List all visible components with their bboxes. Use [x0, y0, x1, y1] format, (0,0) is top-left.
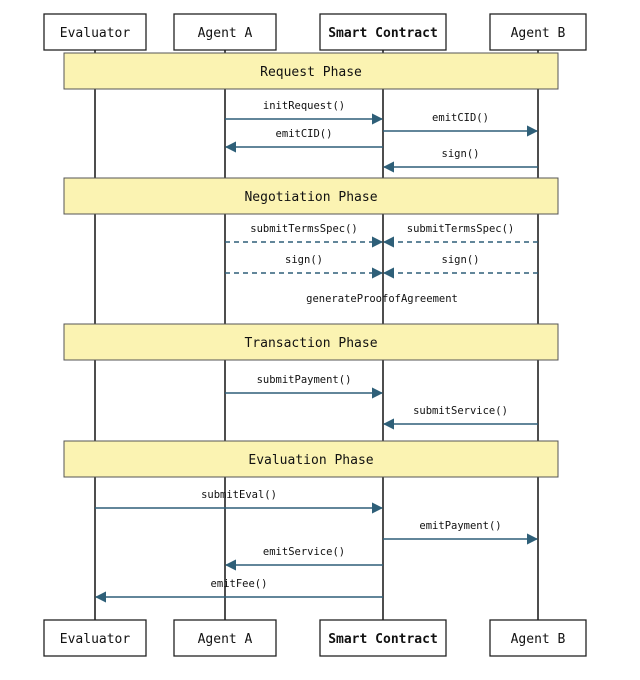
phase-label: Negotiation Phase: [244, 190, 377, 205]
participant-box: [319, 619, 447, 657]
participant-box: [173, 13, 277, 51]
participant-label: Agent B: [511, 26, 566, 41]
message-arrow: emitService(): [224, 546, 383, 571]
participant-agentB-top: Agent B: [489, 13, 587, 51]
message-arrow: submitService(): [382, 405, 538, 430]
message-label: emitCID(): [432, 112, 489, 124]
message-arrow: emitCID(): [383, 112, 539, 137]
message-label: emitPayment(): [419, 520, 501, 532]
message-label: sign(): [442, 148, 480, 160]
participant-label: Evaluator: [60, 26, 131, 41]
participant-contract-bottom: Smart Contract: [319, 619, 447, 657]
phase-1: Negotiation Phase: [63, 177, 559, 215]
phase-band: [63, 52, 559, 90]
participant-label: Agent A: [198, 632, 253, 647]
message-label: submitService(): [413, 405, 508, 417]
participant-box: [173, 619, 277, 657]
message-arrow: emitFee(): [94, 578, 383, 603]
message-label: initRequest(): [263, 100, 345, 112]
phase-band: [63, 323, 559, 361]
phase-label: Request Phase: [260, 65, 362, 80]
phase-band: [63, 440, 559, 478]
message-label: sign(): [285, 254, 323, 266]
message-arrow: sign(): [225, 254, 384, 279]
participant-label: Agent A: [198, 26, 253, 41]
participant-contract-top: Smart Contract: [319, 13, 447, 51]
message-label: emitCID(): [276, 128, 333, 140]
message-label: sign(): [442, 254, 480, 266]
message-arrow: submitPayment(): [225, 374, 384, 399]
participant-box: [489, 619, 587, 657]
participant-label: Smart Contract: [328, 26, 438, 41]
note-label: generateProofofAgreement: [306, 293, 458, 305]
message-label: submitPayment(): [257, 374, 352, 386]
message-label: emitService(): [263, 546, 345, 558]
message-arrow: emitPayment(): [383, 520, 539, 545]
phase-label: Evaluation Phase: [248, 453, 373, 468]
participant-box: [43, 619, 147, 657]
message-arrow: sign(): [382, 254, 538, 279]
message-label: submitEval(): [201, 489, 277, 501]
phase-3: Evaluation Phase: [63, 440, 559, 478]
message-label: submitTermsSpec(): [250, 223, 357, 235]
participant-label: Smart Contract: [328, 632, 438, 647]
participant-eval-bottom: Evaluator: [43, 619, 147, 657]
message-arrow: initRequest(): [225, 100, 384, 125]
message-arrow: submitEval(): [95, 489, 384, 514]
message-arrow: emitCID(): [224, 128, 383, 153]
participant-box: [43, 13, 147, 51]
phase-2: Transaction Phase: [63, 323, 559, 361]
message-label: emitFee(): [211, 578, 268, 590]
phase-band: [63, 177, 559, 215]
message-arrow: submitTermsSpec(): [225, 223, 384, 248]
participant-agentA-top: Agent A: [173, 13, 277, 51]
phase-label: Transaction Phase: [244, 336, 377, 351]
participant-label: Evaluator: [60, 632, 131, 647]
message-label: submitTermsSpec(): [407, 223, 514, 235]
message-arrow: submitTermsSpec(): [382, 223, 538, 248]
participant-label: Agent B: [511, 632, 566, 647]
message-arrow: sign(): [382, 148, 538, 173]
participant-agentA-bottom: Agent A: [173, 619, 277, 657]
phase-0: Request Phase: [63, 52, 559, 90]
participant-box: [319, 13, 447, 51]
participant-eval-top: Evaluator: [43, 13, 147, 51]
participant-box: [489, 13, 587, 51]
participant-agentB-bottom: Agent B: [489, 619, 587, 657]
